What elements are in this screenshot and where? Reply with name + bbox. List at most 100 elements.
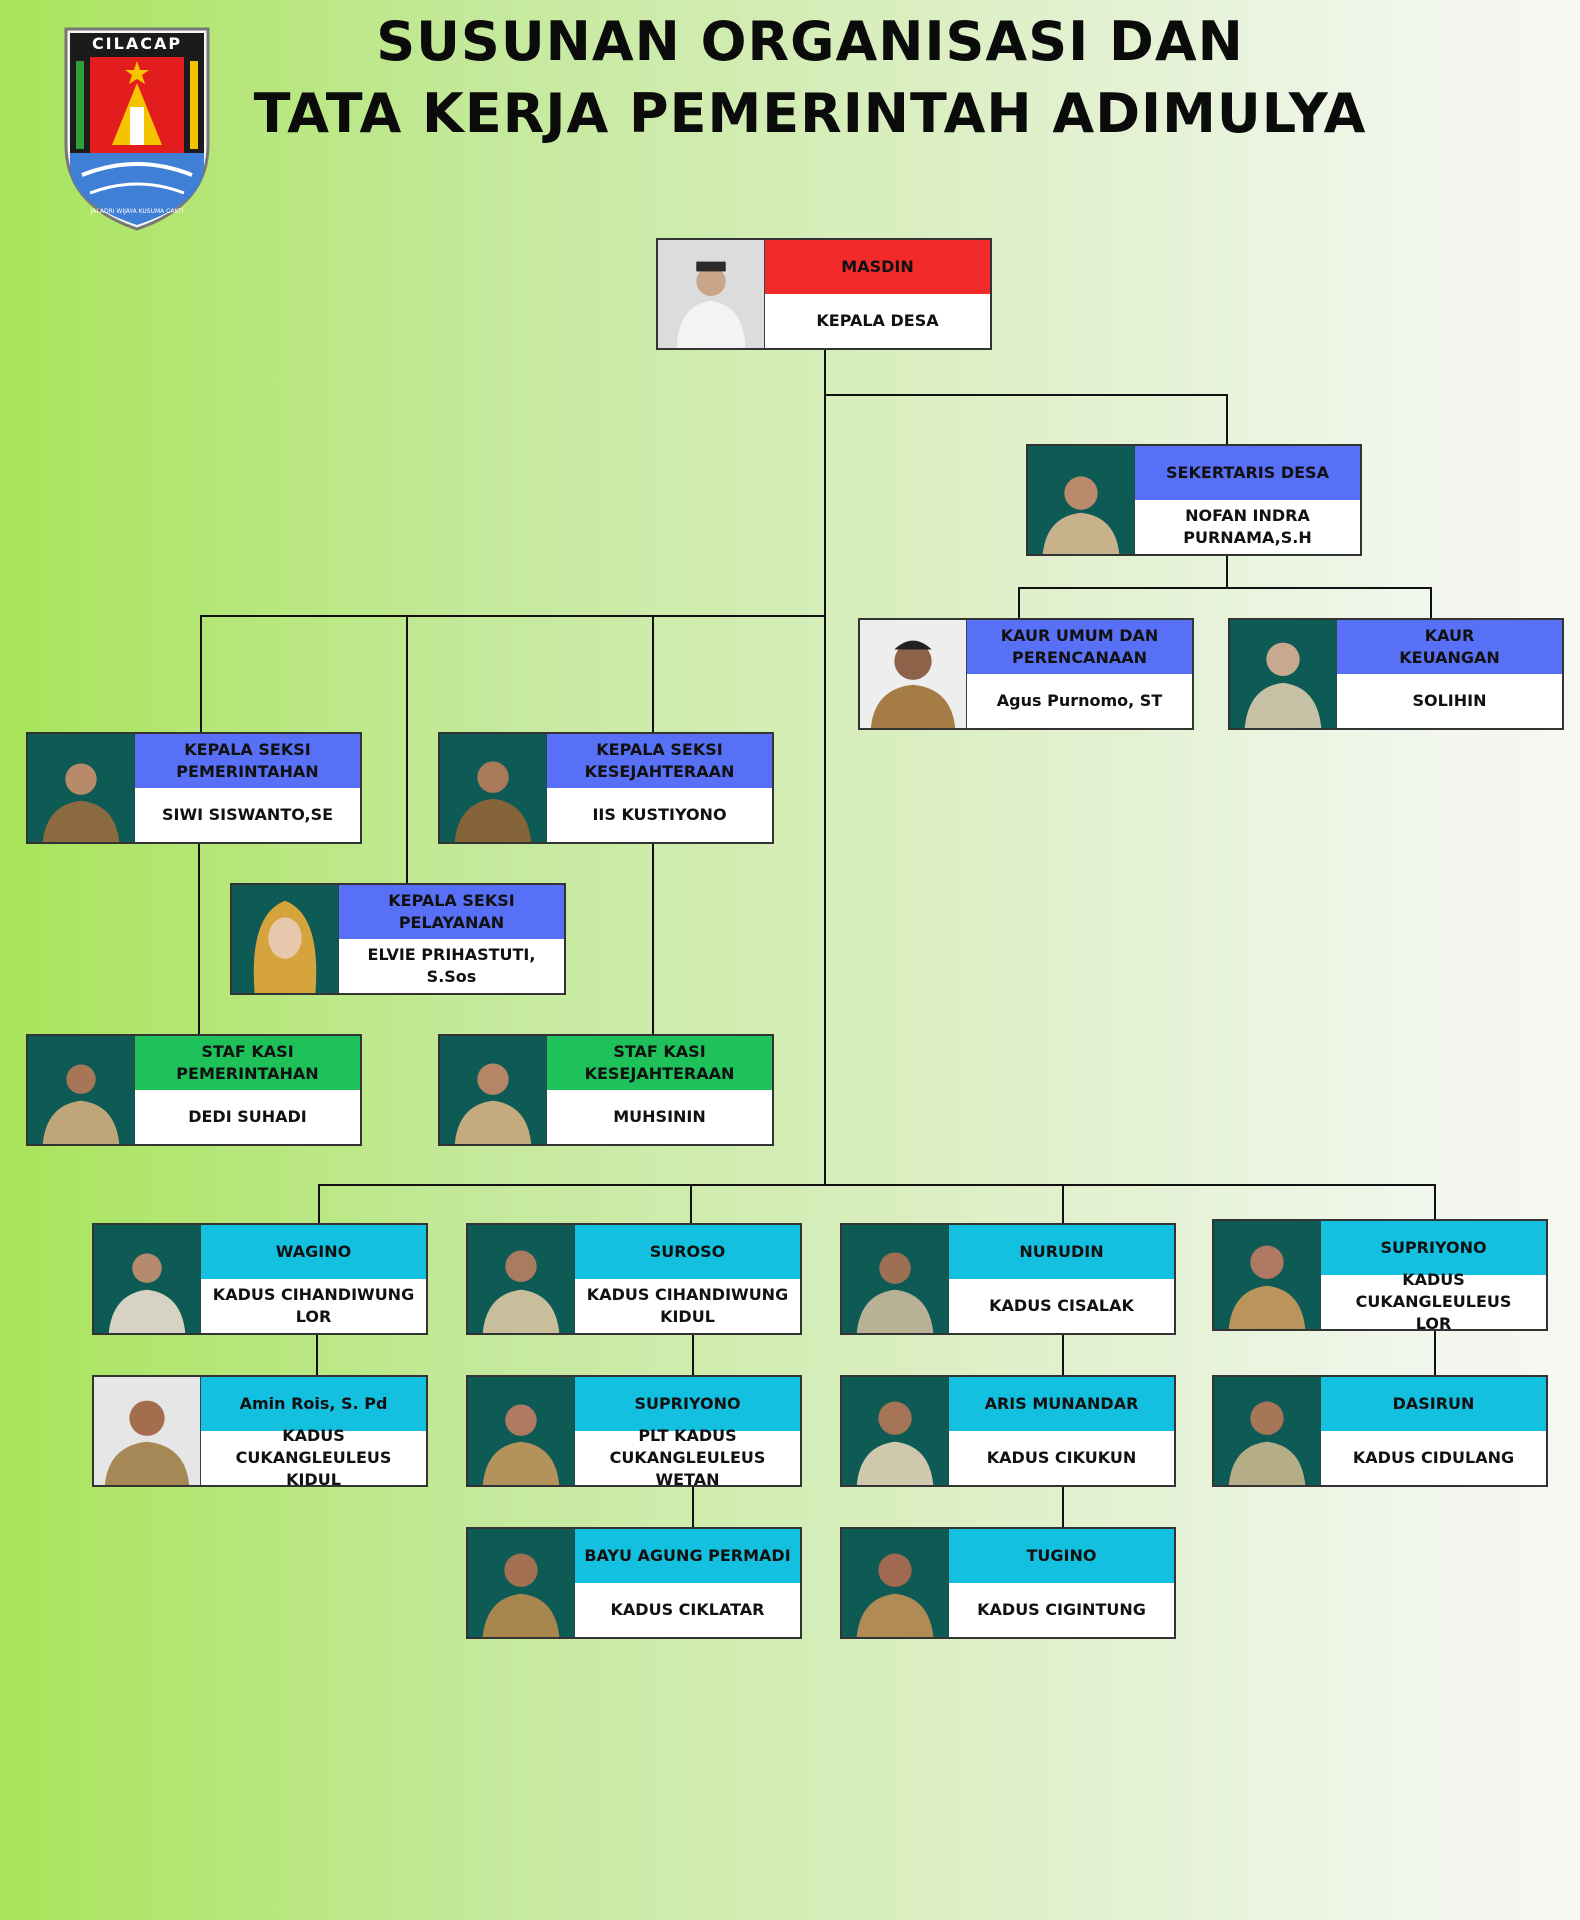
card-name: ARIS MUNANDAR: [949, 1377, 1174, 1431]
connector: [652, 615, 654, 733]
person-icon: [454, 1063, 532, 1144]
card-name: SUROSO: [575, 1225, 800, 1279]
person-icon: [1042, 476, 1120, 554]
connector: [692, 1334, 694, 1376]
card-role: MUHSININ: [547, 1090, 772, 1144]
photo: [1230, 620, 1337, 728]
person-icon: [253, 900, 317, 993]
person-icon: [1228, 1401, 1306, 1485]
person-icon: [1244, 642, 1322, 728]
card-role: DEDI SUHADI: [135, 1090, 360, 1144]
cilacap-logo: CILACAP JALADRI WIJAYA KUSUMA CAKTI: [64, 27, 210, 231]
card-kasi-pemerintahan: KEPALA SEKSI PEMERINTAHAN SIWI SISWANTO,…: [26, 732, 362, 844]
photo: [842, 1377, 949, 1485]
connector: [652, 844, 654, 1036]
card-staf-kesejahteraan: STAF KASI KESEJAHTERAAN MUHSININ: [438, 1034, 774, 1146]
card-name: KEPALA SEKSI KESEJAHTERAAN: [547, 734, 772, 788]
connector: [316, 1334, 318, 1376]
title-line-2: TATA KERJA PEMERINTAH ADIMULYA: [253, 82, 1367, 145]
photo: [468, 1529, 575, 1637]
card-name: SUPRIYONO: [575, 1377, 800, 1431]
card-name: SUPRIYONO: [1321, 1221, 1546, 1275]
person-icon: [482, 1404, 560, 1485]
card-kadus-tugino: TUGINO KADUS CIGINTUNG: [840, 1527, 1176, 1639]
connector: [1062, 1334, 1064, 1376]
person-icon: [42, 1064, 120, 1144]
photo: [860, 620, 967, 728]
logo-text: CILACAP: [92, 34, 182, 53]
photo: [440, 1036, 547, 1144]
card-kaur-umum: KAUR UMUM DAN PERENCANAAN Agus Purnomo, …: [858, 618, 1194, 730]
photo: [468, 1377, 575, 1485]
card-role: KADUS CIKLATAR: [575, 1583, 800, 1637]
person-icon: [42, 763, 120, 842]
card-kasi-kesejahteraan: KEPALA SEKSI KESEJAHTERAAN IIS KUSTIYONO: [438, 732, 774, 844]
person-icon: [870, 640, 956, 728]
card-name: KEPALA SEKSI PEMERINTAHAN: [135, 734, 360, 788]
logo-motto: JALADRI WIJAYA KUSUMA CAKTI: [90, 208, 184, 215]
connector: [1226, 556, 1228, 589]
card-role: SOLIHIN: [1337, 674, 1562, 728]
connector: [692, 1486, 694, 1528]
connector: [200, 615, 202, 733]
card-kadus-supriyono-wetan: SUPRIYONO PLT KADUS CUKANGLEULEUS WETAN: [466, 1375, 802, 1489]
photo: [94, 1377, 201, 1485]
connector: [1226, 394, 1228, 446]
card-kadus-amin-rois: Amin Rois, S. Pd KADUS CUKANGLEULEUS KID…: [92, 1375, 428, 1489]
card-name: Amin Rois, S. Pd: [201, 1377, 426, 1431]
card-name: KAUR KEUANGAN: [1337, 620, 1562, 674]
card-role: SIWI SISWANTO,SE: [135, 788, 360, 842]
connector: [406, 615, 408, 885]
connector: [1430, 587, 1432, 619]
card-role: KADUS CISALAK: [949, 1279, 1174, 1333]
connector: [198, 844, 200, 1036]
connector: [1434, 1330, 1436, 1376]
person-icon: [108, 1253, 186, 1333]
photo: [94, 1225, 201, 1333]
connector: [1062, 1486, 1064, 1528]
photo: [232, 885, 339, 993]
card-role: KADUS CUKANGLEULEUS LOR: [1321, 1270, 1546, 1333]
person-icon: [482, 1553, 560, 1637]
person-icon: [676, 261, 746, 348]
photo: [842, 1529, 949, 1637]
card-name: KEPALA SEKSI PELAYANAN: [339, 885, 564, 939]
card-sekretaris-desa: SEKERTARIS DESA NOFAN INDRA PURNAMA,S.H: [1026, 444, 1362, 556]
photo: [28, 1036, 135, 1144]
person-icon: [1228, 1245, 1306, 1329]
card-role: PLT KADUS CUKANGLEULEUS WETAN: [575, 1426, 800, 1489]
photo: [842, 1225, 949, 1333]
connector: [824, 394, 1228, 396]
photo: [1214, 1221, 1321, 1329]
card-kadus-dasirun: DASIRUN KADUS CIDULANG: [1212, 1375, 1548, 1487]
card-kadus-supriyono-lor: SUPRIYONO KADUS CUKANGLEULEUS LOR: [1212, 1219, 1548, 1333]
card-kadus-aris-munandar: ARIS MUNANDAR KADUS CIKUKUN: [840, 1375, 1176, 1487]
card-role: ELVIE PRIHASTUTI, S.Sos: [339, 939, 564, 993]
photo: [468, 1225, 575, 1333]
card-role: KADUS CIGINTUNG: [949, 1583, 1174, 1637]
card-role: KADUS CIKUKUN: [949, 1431, 1174, 1485]
card-kadus-wagino: WAGINO KADUS CIHANDIWUNG LOR: [92, 1223, 428, 1335]
card-name: TUGINO: [949, 1529, 1174, 1583]
card-name: STAF KASI KESEJAHTERAAN: [547, 1036, 772, 1090]
card-staf-pemerintahan: STAF KASI PEMERINTAHAN DEDI SUHADI: [26, 1034, 362, 1146]
card-name: WAGINO: [201, 1225, 426, 1279]
card-kadus-nurudin: NURUDIN KADUS CISALAK: [840, 1223, 1176, 1335]
card-name: STAF KASI PEMERINTAHAN: [135, 1036, 360, 1090]
person-icon: [856, 1553, 934, 1637]
photo: [28, 734, 135, 842]
card-name: BAYU AGUNG PERMADI: [575, 1529, 800, 1583]
connector: [318, 1184, 320, 1224]
card-kaur-keuangan: KAUR KEUANGAN SOLIHIN: [1228, 618, 1564, 730]
card-role: KEPALA DESA: [765, 294, 990, 348]
card-role: NOFAN INDRA PURNAMA,S.H: [1135, 500, 1360, 554]
connector: [318, 1184, 1436, 1186]
connector: [200, 615, 826, 617]
person-icon: [856, 1401, 934, 1485]
person-icon: [454, 761, 532, 842]
photo: [440, 734, 547, 842]
card-role: IIS KUSTIYONO: [547, 788, 772, 842]
card-kasi-pelayanan: KEPALA SEKSI PELAYANAN ELVIE PRIHASTUTI,…: [230, 883, 566, 995]
person-icon: [482, 1250, 560, 1333]
photo: [658, 240, 765, 348]
